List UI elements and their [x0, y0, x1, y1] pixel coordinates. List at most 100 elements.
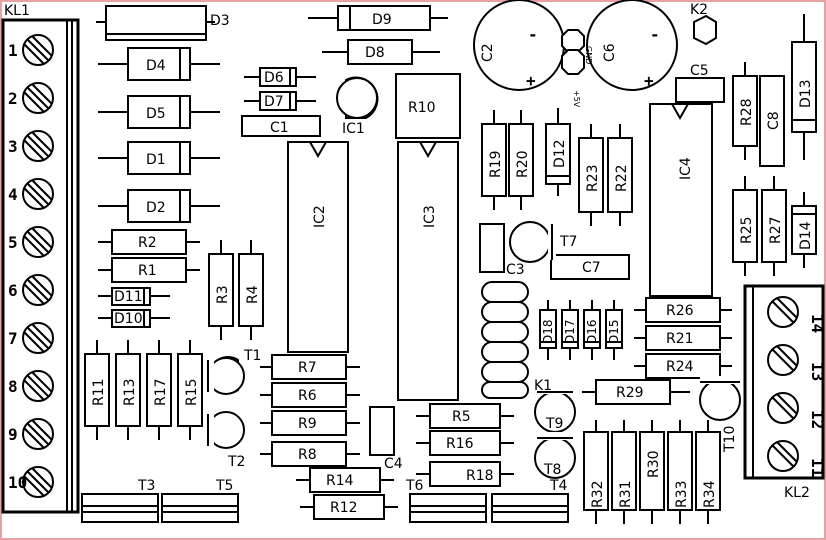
component-label: D15 [607, 319, 621, 344]
kl2-pin-11: 11 [767, 440, 826, 477]
component-label: D3 [210, 13, 230, 29]
component-label: C2 [480, 43, 496, 62]
component-label: R19 [488, 150, 504, 178]
diode-d3: D3 [96, 5, 230, 41]
resistor-r31: R31 [611, 420, 637, 524]
component-label: 1 [8, 41, 18, 60]
component-label: 3 [8, 137, 18, 156]
resistor-r2: R2 [98, 229, 200, 255]
component-label: R28 [739, 98, 755, 126]
component-label: IC1 [342, 121, 365, 137]
ic-ic3: IC3 [397, 141, 459, 401]
component-label: D8 [365, 45, 385, 61]
component-label: T4 [549, 478, 568, 494]
component-label: 2 [8, 89, 18, 108]
resistor-r6: R6 [260, 382, 360, 408]
component-label: 14 [808, 314, 826, 333]
component-label: 4 [8, 185, 18, 204]
component-label: R5 [452, 409, 471, 425]
kl1-pin-8: 8 [8, 370, 54, 402]
component-label: R24 [666, 359, 694, 375]
component-label: R30 [646, 450, 662, 478]
component-label: C5 [690, 63, 709, 79]
diode-d11: D11 [98, 287, 170, 306]
ic-ic2: IC2 [287, 141, 349, 353]
component-label: 13 [808, 362, 826, 381]
component-label: T8 [543, 462, 561, 478]
resistor-r28: R28 [732, 62, 758, 160]
kl1-pin-10: 10 [8, 466, 54, 498]
transistor-t8: T8 [534, 432, 576, 479]
transistor-t3: T3 [81, 478, 159, 523]
component-label: R7 [298, 360, 317, 376]
kl1-pin-6: 6 [8, 274, 54, 306]
kl1-pin-2: 2 [8, 82, 54, 114]
resistor-r18: R18 [416, 461, 514, 487]
transistor-t4: T4 [491, 478, 569, 523]
component-label: R9 [298, 416, 317, 432]
component-label: T7 [559, 234, 577, 250]
component-label: T2 [227, 454, 245, 470]
resistor-r1: R1 [98, 257, 200, 283]
component-label: D5 [146, 106, 166, 122]
component-label: R6 [298, 388, 317, 404]
component-label: C1 [270, 120, 289, 136]
component-label: R20 [515, 150, 531, 178]
kl1-label: KL1 [4, 3, 30, 19]
resistor-r5: R5 [416, 403, 514, 429]
component-label: 7 [8, 329, 18, 348]
resistor-r34: R34 [695, 420, 721, 524]
diode-d17: D17 [561, 300, 579, 360]
component-label: C4 [384, 456, 403, 472]
resistor-r17: R17 [146, 340, 172, 440]
kl1-pin-1: 1 [8, 34, 54, 66]
capacitor-c4: C4 [369, 406, 403, 472]
diode-d16: D16 [583, 300, 601, 360]
component-label: D12 [552, 139, 568, 168]
component-label: T5 [215, 478, 233, 494]
component-label: C3 [506, 262, 525, 278]
capacitor-c1: C1 [241, 115, 321, 137]
diode-d13: D13 [791, 14, 817, 160]
kl2-pin-12: 12 [767, 392, 826, 429]
component-label: R25 [739, 216, 755, 244]
component-label: IC2 [312, 205, 328, 228]
ic-ic1: IC1 [336, 76, 379, 137]
ic-ic4: IC4 [649, 103, 713, 297]
component-label: 8 [8, 377, 18, 396]
diode-d1: D1 [98, 141, 220, 175]
component-label: R26 [666, 303, 694, 319]
transistor-t5: T5 [161, 478, 239, 523]
diode-d9: D9 [308, 5, 448, 31]
component-label: R27 [768, 216, 784, 244]
capacitor-c2: C2 - + [473, 0, 565, 91]
transistor-t1: T1 [206, 348, 261, 395]
component-label: R33 [674, 480, 690, 508]
c6-plus: + [644, 71, 654, 90]
diode-d5: D5 [98, 95, 220, 129]
v5-label: +5V [572, 90, 581, 108]
capacitor-c5: C5 [675, 63, 725, 103]
kl2-pin-14: 14 [767, 296, 826, 333]
component-label: T1 [243, 348, 261, 364]
component-label: R18 [466, 468, 494, 484]
resistor-r27: R27 [761, 176, 787, 276]
component-label: IC3 [422, 205, 438, 228]
resistor-r29: R29 [582, 379, 690, 405]
resistor-r32: R32 [583, 420, 609, 524]
component-label: 10 [8, 473, 27, 492]
component-label: R34 [702, 480, 718, 508]
kl1-pin-3: 3 [8, 130, 54, 162]
resistor-r14: R14 [296, 467, 394, 493]
resistor-r23: R23 [578, 124, 604, 226]
diode-d7: D7 [244, 91, 316, 111]
component-label: R21 [666, 331, 694, 347]
diode-d12: D12 [545, 108, 571, 196]
component-label: R31 [618, 480, 634, 508]
connector-kl2: KL2 14 13 12 11 [743, 284, 826, 501]
resistor-r16: R16 [416, 430, 514, 456]
component-label: 11 [808, 458, 826, 477]
component-label: C8 [766, 111, 782, 130]
resistor-r10: R10 [395, 73, 461, 139]
